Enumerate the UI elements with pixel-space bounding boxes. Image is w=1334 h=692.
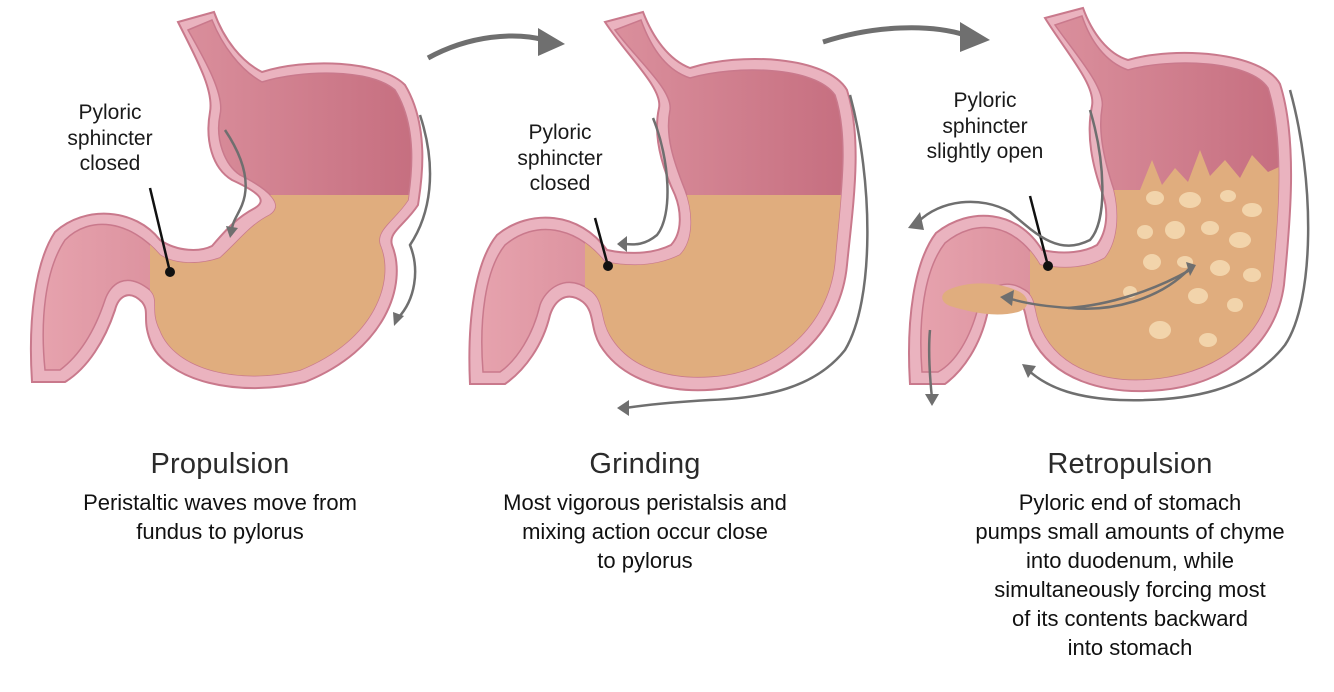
chyme-duodenum	[942, 283, 1028, 315]
stomach-illustration-propulsion	[29, 10, 432, 390]
arrowhead-icon	[617, 400, 629, 416]
stomach-illustration-retropulsion	[908, 6, 1310, 406]
panel-title: Grinding	[589, 448, 701, 480]
sphincter-label: Pyloric sphincter closed	[67, 101, 153, 176]
arrowhead-icon	[1022, 364, 1036, 378]
sphincter-dot	[1043, 261, 1053, 271]
arrowhead-icon	[1186, 262, 1196, 276]
arrowhead-icon	[226, 226, 238, 238]
sphincter-pointer	[1028, 195, 1050, 267]
sphincter-pointer	[593, 217, 610, 267]
step-arrow-2	[822, 22, 990, 52]
food-particles	[1123, 190, 1262, 347]
panel-title: Propulsion	[150, 448, 290, 480]
retropulsion-arrow	[1007, 267, 1191, 310]
panel-description: Pyloric end of stomach pumps small amoun…	[975, 490, 1285, 661]
wall-wave-arrow	[1027, 89, 1310, 402]
arrowhead-icon	[617, 236, 627, 252]
arrowhead-icon	[1000, 290, 1014, 306]
panel-description: Most vigorous peristalsis and mixing act…	[503, 490, 787, 574]
sphincter-dot	[603, 261, 613, 271]
wall-wave-arrow	[397, 114, 432, 319]
sphincter-label: Pyloric sphincter closed	[517, 121, 603, 196]
mixing-arrow	[1067, 268, 1191, 310]
peristalsis-arrow	[624, 117, 669, 246]
sphincter-pointer	[148, 187, 172, 273]
arrowhead-icon	[393, 312, 404, 326]
wall-wave-arrow	[624, 94, 869, 410]
backflow-arrow	[917, 109, 1104, 247]
panel-retropulsion: Pyloric sphincter slightly open Retropul…	[890, 0, 1330, 692]
stomach-illustration-grinding	[468, 10, 869, 416]
sphincter-dot	[165, 267, 175, 277]
panel-title: Retropulsion	[1047, 448, 1213, 480]
panel-description: Peristaltic waves move from fundus to py…	[83, 490, 357, 545]
arrowhead-icon	[925, 394, 939, 406]
panel-propulsion: Pyloric sphincter closed Propulsion Peri…	[0, 0, 440, 692]
sphincter-label: Pyloric sphincter slightly open	[926, 89, 1044, 164]
step-arrow-1	[426, 28, 565, 61]
peristalsis-arrow	[223, 129, 247, 231]
arrowhead-icon	[908, 212, 924, 230]
duodenum-arrow	[927, 329, 934, 399]
panel-grinding: Pyloric sphincter closed Grinding Most v…	[445, 0, 885, 692]
